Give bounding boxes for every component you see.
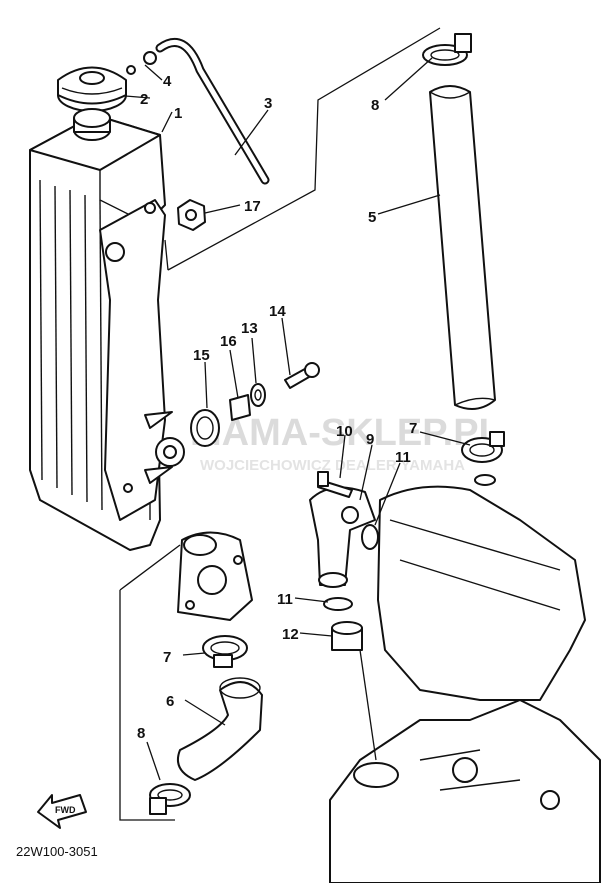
- callouts: 1 2 3 4 5 6 7 7 8 8 9 10 11 11 12 13 14 …: [137, 73, 417, 742]
- bolt-10: [317, 471, 353, 498]
- callout-7-lower: 7: [163, 649, 171, 666]
- elbow-fitting: [309, 486, 376, 588]
- diagram-code: 22W100-3051: [16, 844, 98, 859]
- callout-7-upper: 7: [409, 420, 417, 437]
- callout-17: 17: [244, 198, 261, 215]
- watermark: MAMA-SKLEP.PL WOJCIECHOWICZ DEALER YAMAH…: [66, 386, 502, 478]
- callout-15: 15: [193, 347, 210, 364]
- callout-5: 5: [368, 209, 376, 226]
- callout-13: 13: [241, 320, 258, 337]
- fwd-arrow: FWD: [37, 794, 87, 829]
- engine-case: [329, 485, 601, 883]
- callout-8-lower: 8: [137, 725, 145, 742]
- callout-6: 6: [166, 693, 174, 710]
- watermark-brand: MAMA-SKLEP.PL: [190, 412, 502, 454]
- o-ring-11-upper: [361, 524, 379, 550]
- callout-11-upper: 11: [395, 449, 411, 466]
- callout-11-lower: 11: [277, 591, 293, 608]
- callout-9: 9: [366, 431, 374, 448]
- watermark-subtitle: WOJCIECHOWICZ DEALER YAMAHA: [200, 457, 465, 474]
- upper-hose: [429, 85, 496, 410]
- callout-2: 2: [140, 91, 148, 108]
- o-ring-11-lower: [323, 597, 353, 611]
- radiator: [29, 108, 185, 551]
- leader-lines: [119, 27, 471, 821]
- callout-4: 4: [163, 73, 172, 90]
- nut-17: [177, 199, 206, 231]
- outlet-housing: [177, 531, 253, 621]
- callout-1: 1: [174, 105, 182, 122]
- fastener-stack: [190, 362, 320, 447]
- callout-14: 14: [269, 303, 286, 320]
- overflow-hose: [126, 37, 270, 185]
- hose-clamp-8-lower: [149, 783, 191, 815]
- callout-16: 16: [220, 333, 237, 350]
- callout-10: 10: [336, 423, 353, 440]
- callout-12: 12: [282, 626, 299, 643]
- collar-12: [331, 621, 363, 651]
- hose-clamp-7-lower: [202, 635, 248, 668]
- hose-clamp-8-upper: [422, 33, 472, 66]
- fwd-label: FWD: [55, 805, 76, 815]
- callout-3: 3: [264, 95, 272, 112]
- radiator-cap: [57, 66, 127, 112]
- hose-clamp-7-right: [461, 431, 505, 486]
- callout-8-upper: 8: [371, 97, 379, 114]
- lower-hose: [176, 677, 263, 781]
